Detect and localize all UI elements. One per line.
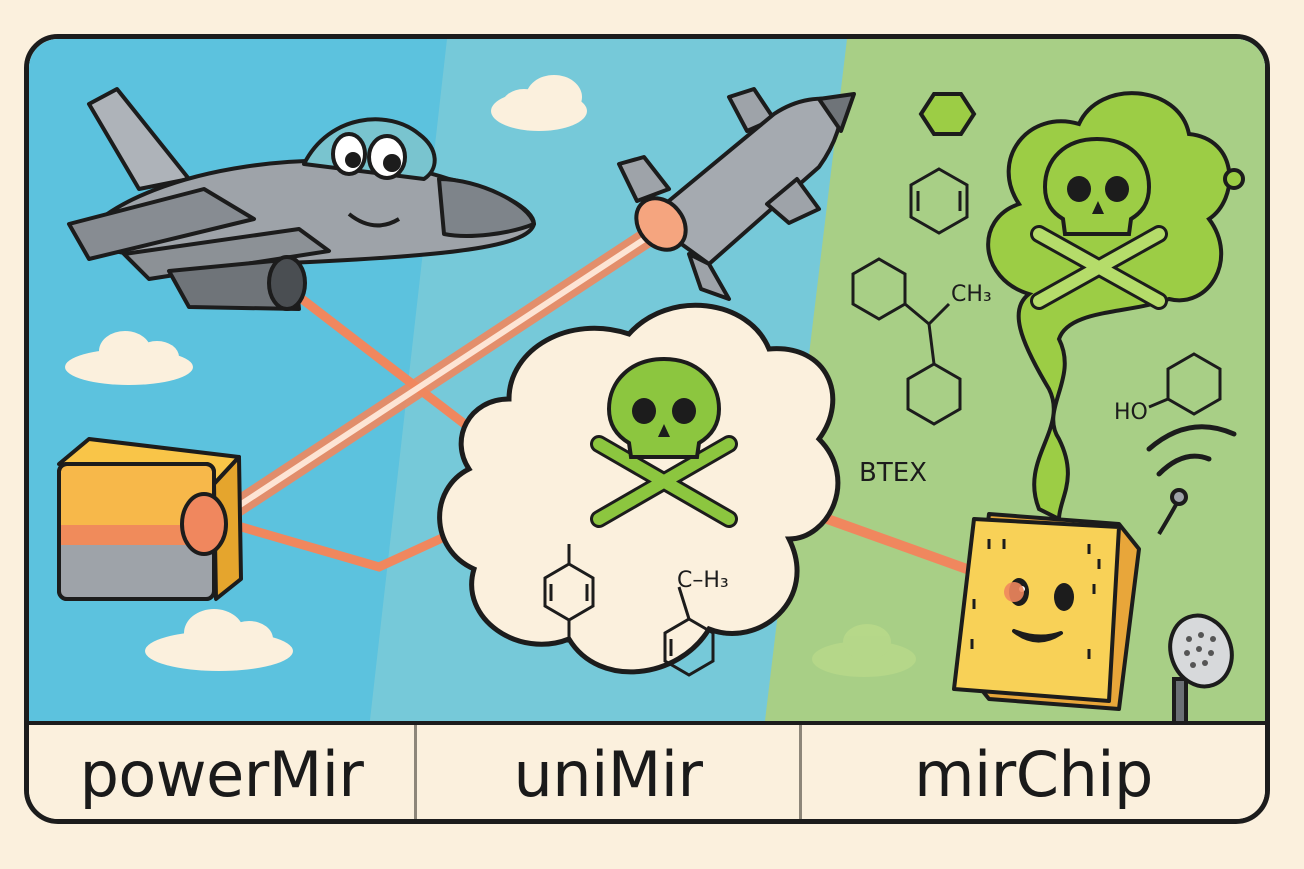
skull-crossbones-icon <box>1030 136 1168 310</box>
illustration-frame: C–H₃ <box>24 34 1270 824</box>
cloud-icon <box>65 331 193 385</box>
panel-label-unimir: uniMir <box>414 725 799 819</box>
scene: C–H₃ <box>29 39 1265 729</box>
molecule-structures <box>851 167 1222 426</box>
gas-bubble-icon <box>918 92 1245 190</box>
methyl-formula-label: C–H₃ <box>677 568 729 593</box>
missile-icon <box>617 87 856 301</box>
microphone-icon <box>1168 613 1234 729</box>
wifi-signal-icon <box>1146 424 1237 477</box>
skull-crossbones-icon <box>590 356 738 528</box>
panel-label-powermir: powerMir <box>29 725 414 819</box>
chip-character-icon <box>952 488 1188 711</box>
panel-label-mirchip: mirChip <box>799 725 1265 819</box>
jet-icon <box>67 87 536 311</box>
panel-label-text: powerMir <box>79 738 364 811</box>
panel-label-text: uniMir <box>513 738 703 811</box>
btex-label: BTEX <box>859 458 927 488</box>
panel-labels: powerMir uniMir mirChip <box>29 721 1265 819</box>
panel-label-text: mirChip <box>914 738 1153 811</box>
laser-box-icon <box>57 437 243 601</box>
ch3-formula-label: CH₃ <box>951 282 992 307</box>
hydroxyl-label: HO <box>1114 400 1148 425</box>
toluene-molecule-icon <box>663 586 715 677</box>
cloud-icon <box>145 609 293 671</box>
cloud-icon <box>812 624 916 677</box>
benzene-molecule-icon <box>543 544 595 639</box>
cloud-icon <box>491 75 587 131</box>
